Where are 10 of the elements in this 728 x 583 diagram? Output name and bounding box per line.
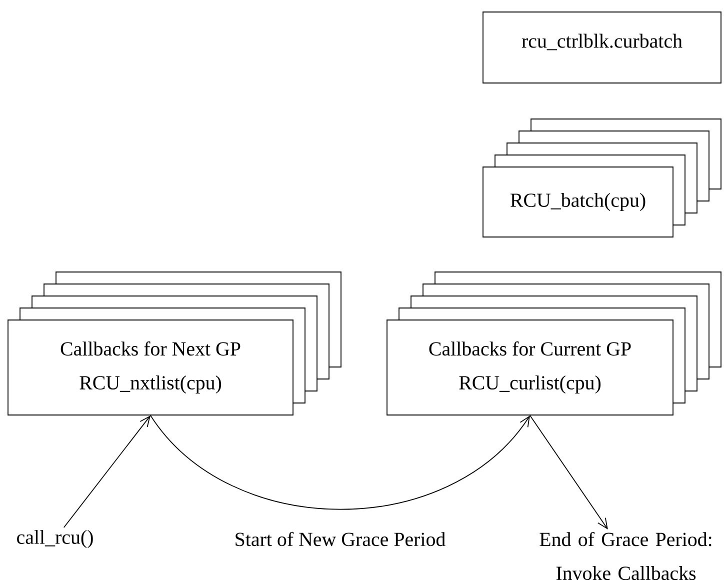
- note-text: Start of New Grace Period: [236, 532, 446, 546]
- arrow: [530, 415, 608, 530]
- arrow: [150, 415, 530, 510]
- stacked-boxes: Callbacks for Current GP RCU_curlist(cpu): [386, 272, 722, 416]
- stacked-boxes: Callbacks for Next GP RCU_nxtlist(cpu): [8, 272, 342, 416]
- node-text: End of Grace Period: Invoke Callbacks: [540, 532, 712, 580]
- arrow: [63, 415, 150, 528]
- node-text: call_rcu(): [17, 530, 93, 548]
- process-box: rcu_ctrlblk.curbatch: [482, 12, 722, 84]
- stacked-boxes: RCU_batch(cpu): [482, 118, 722, 238]
